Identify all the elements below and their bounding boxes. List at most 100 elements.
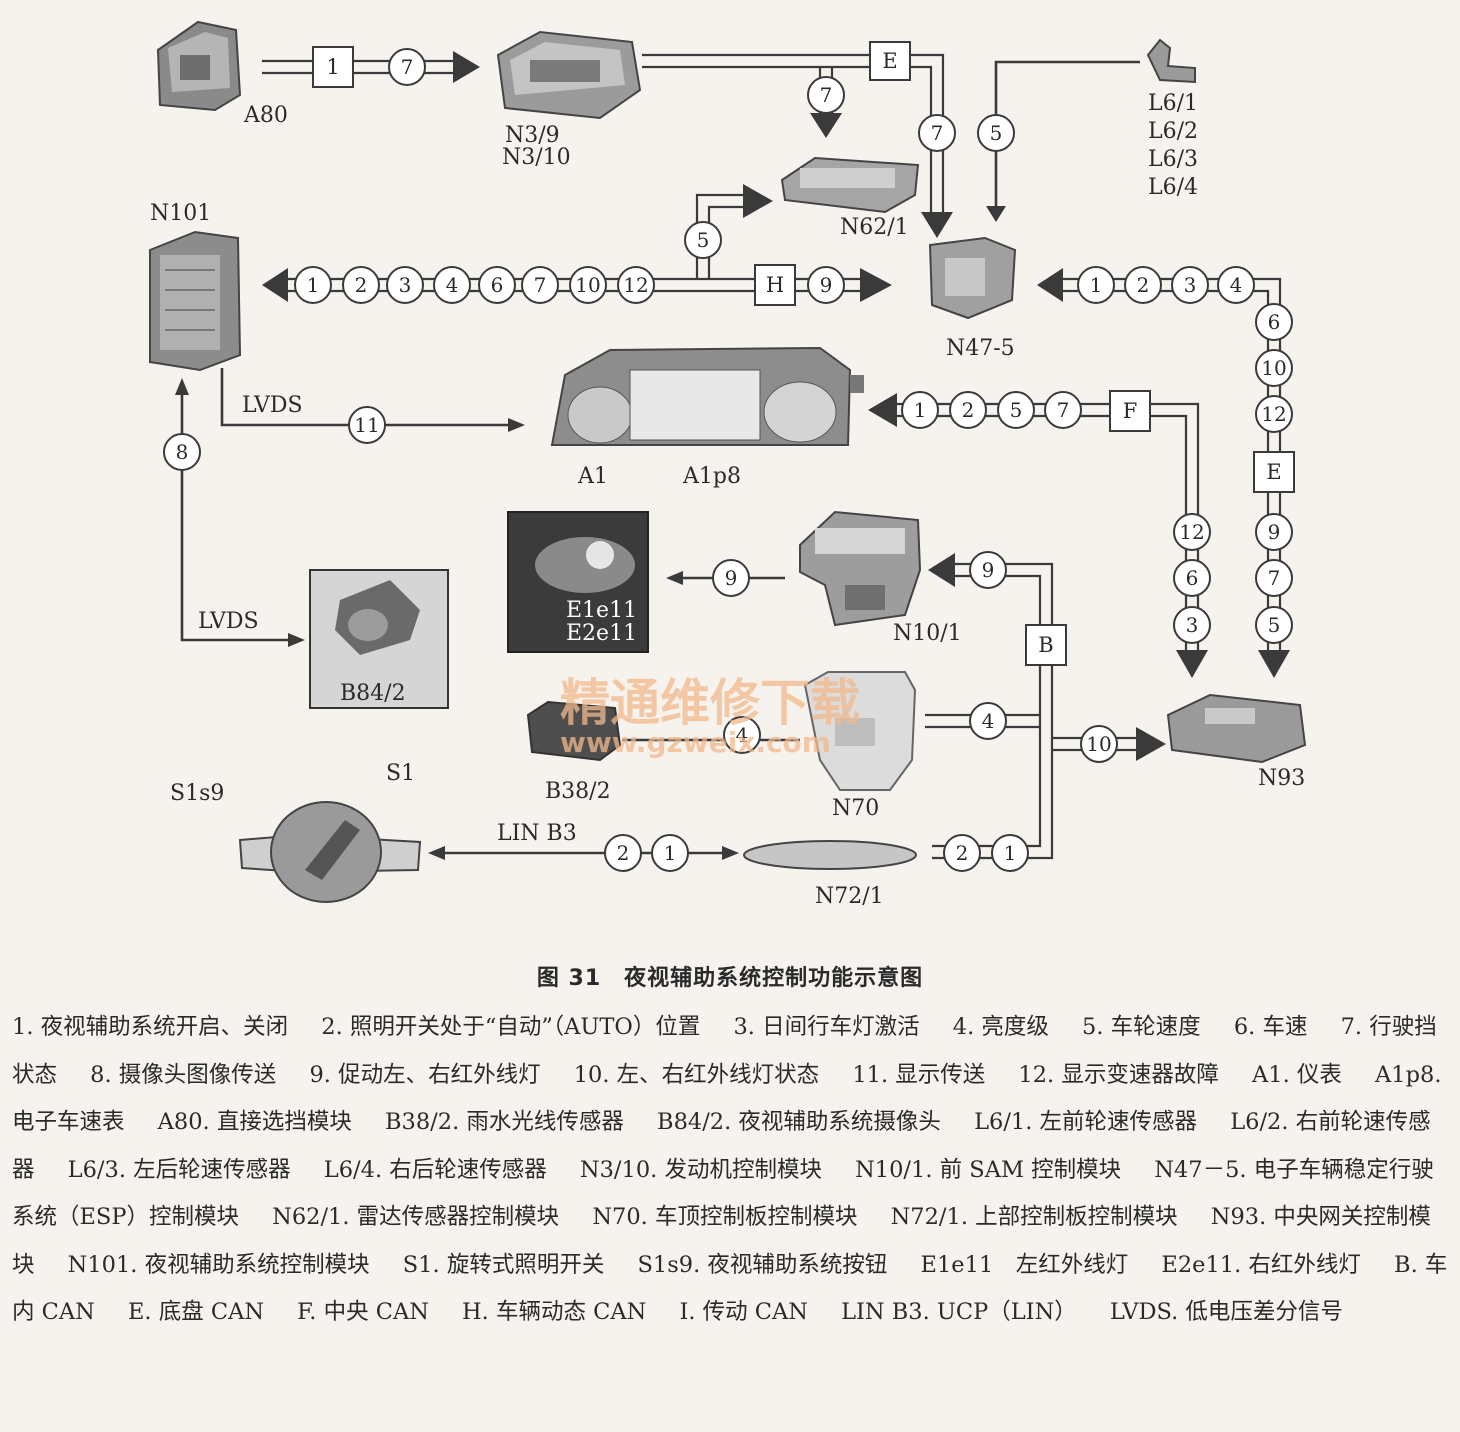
badge: 2	[617, 841, 630, 865]
n3-module-image	[496, 30, 642, 120]
badge: 9	[982, 558, 995, 582]
n101-module-image	[149, 230, 242, 372]
legend-item: E2e11. 右红外线灯	[1161, 1251, 1361, 1278]
legend-item: 2. 照明开关处于“自动”（AUTO）位置	[321, 1014, 701, 1040]
badge-circle	[1044, 391, 1082, 429]
label-lvds-top: LVDS	[242, 393, 303, 418]
label-n47-5: N47-5	[946, 336, 1015, 361]
legend-item: 11. 显示传送	[852, 1061, 986, 1088]
legend-item: B38/2. 雨水光线传感器	[385, 1109, 624, 1135]
label-n101: N101	[150, 201, 211, 226]
bus-h-badge: H	[766, 273, 784, 297]
badge-circle	[1255, 513, 1293, 551]
badge-circle	[1077, 266, 1115, 304]
legend-item: 10. 左、右红外线灯状态	[573, 1061, 820, 1088]
badge: 12	[1179, 520, 1204, 544]
legend-item: 5. 车轮速度	[1082, 1014, 1201, 1040]
legend-item: B84/2. 夜视辅助系统摄像头	[657, 1109, 941, 1135]
legend-item: LVDS. 低电压差分信号	[1109, 1299, 1343, 1325]
badge: 4	[736, 723, 749, 747]
badge: 10	[1086, 732, 1111, 756]
label-a1p8: A1p8	[682, 464, 741, 489]
legend-item: 3. 日间行车灯激活	[733, 1014, 920, 1040]
badge: 11	[354, 413, 379, 437]
badge: 7	[401, 55, 414, 79]
label-n62-1: N62/1	[840, 215, 909, 240]
badge: 2	[956, 841, 969, 865]
label-n3-10: N3/10	[502, 145, 571, 170]
figure-caption: 图 31 夜视辅助系统控制功能示意图	[536, 966, 924, 991]
badge-circle	[901, 391, 939, 429]
badge: 7	[1057, 398, 1070, 422]
badge: 3	[1186, 613, 1199, 637]
watermark-title: 精通维修下载	[560, 674, 860, 732]
legend-item: 7. 行驶挡状态	[12, 1014, 1437, 1088]
badge: 9	[1268, 520, 1281, 544]
badge-circle	[433, 266, 471, 304]
watermark-url: www.gzweix.com	[560, 726, 831, 759]
legend-item: B. 车内 CAN	[12, 1251, 1448, 1326]
legend-item: S1. 旋转式照明开关	[402, 1251, 605, 1278]
badge: 4	[446, 273, 459, 297]
badge: 12	[1261, 402, 1286, 426]
legend-item: N47－5. 电子车辆稳定行驶系统（ESP）控制模块	[12, 1156, 1434, 1231]
n10-module-image	[799, 510, 922, 627]
label-b38-2: B38/2	[545, 779, 611, 804]
badge-circle	[949, 391, 987, 429]
legend-item: 1. 夜视辅助系统开启、关闭	[12, 1014, 289, 1040]
legend-item: 4. 亮度级	[952, 1014, 1049, 1040]
label-l6-1: L6/1	[1148, 91, 1198, 116]
label-a1: A1	[577, 464, 608, 489]
legend-item: N3/10. 发动机控制模块	[579, 1156, 822, 1183]
n47-module-image	[928, 236, 1017, 320]
badge-circle	[1124, 266, 1162, 304]
label-l6-2: L6/2	[1148, 119, 1198, 144]
legend-item: N70. 车顶控制板控制模块	[592, 1204, 858, 1230]
badge: 2	[962, 398, 975, 422]
badge: 2	[355, 273, 368, 297]
badge: 9	[725, 566, 738, 590]
label-n72-1: N72/1	[815, 884, 884, 909]
badge-circle	[1173, 606, 1211, 644]
legend-item: A1p8. 电子车速表	[12, 1061, 1442, 1136]
badge: 6	[1186, 566, 1199, 590]
badge: 6	[491, 273, 504, 297]
a80-module-image	[156, 20, 242, 112]
badge-circle	[1173, 559, 1211, 597]
badge-circle	[1255, 606, 1293, 644]
legend-item: 9. 促动左、右红外线灯	[309, 1061, 541, 1088]
e1e11-lamp-image	[507, 511, 649, 653]
legend-item: 12. 显示变速器故障	[1018, 1061, 1219, 1088]
badge: 3	[399, 273, 412, 297]
a1-cluster-image	[550, 346, 864, 446]
badge: 2	[1137, 273, 1150, 297]
badge: 10	[1261, 356, 1286, 380]
legend-item: F. 中央 CAN	[297, 1299, 429, 1325]
legend-item: I. 传动 CAN	[679, 1299, 808, 1325]
label-s1s9: S1s9	[170, 781, 224, 806]
badge-circle	[1255, 349, 1293, 387]
badge: 5	[1010, 398, 1023, 422]
badge: 4	[982, 709, 995, 733]
badge: 1	[1090, 273, 1103, 297]
badge: 6	[1268, 310, 1281, 334]
legend-item: S1s9. 夜视辅助系统按钮	[637, 1251, 888, 1278]
l6-sensor-image	[1146, 38, 1196, 84]
legend-item: L6/3. 左后轮速传感器	[67, 1156, 291, 1183]
label-n70: N70	[832, 796, 879, 821]
badge: 8	[176, 440, 189, 464]
badge-circle	[1255, 395, 1293, 433]
s1-switch-image	[238, 801, 422, 903]
badge-circle	[1217, 266, 1255, 304]
legend-item: E1e11 左红外线灯	[920, 1251, 1129, 1278]
n72-module-image	[743, 840, 917, 870]
b38-sensor-image	[526, 700, 622, 762]
legend-item: E. 底盘 CAN	[127, 1299, 265, 1325]
legend-item: H. 车辆动态 CAN	[462, 1299, 647, 1325]
b84-camera-image	[309, 569, 449, 709]
badge: 4	[1230, 273, 1243, 297]
label-e2e11: E2e11	[566, 621, 637, 646]
badge-circle	[521, 266, 559, 304]
legend-item: L6/4. 右后轮速传感器	[323, 1156, 547, 1183]
bus-f-badge: F	[1123, 399, 1138, 423]
